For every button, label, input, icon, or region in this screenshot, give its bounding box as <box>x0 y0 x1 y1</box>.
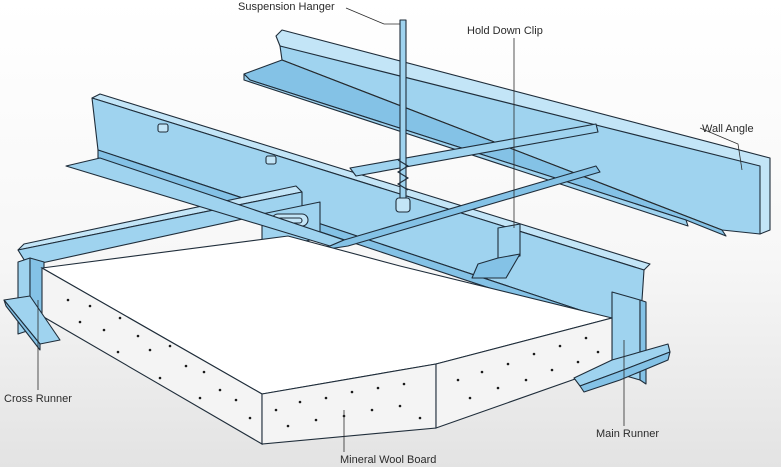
suspension-hanger <box>395 19 411 213</box>
label-mineral-wool-board: Mineral Wool Board <box>340 454 436 466</box>
label-cross-runner: Cross Runner <box>4 393 72 405</box>
label-suspension-hanger: Suspension Hanger <box>238 1 335 13</box>
leader-lines <box>37 7 743 452</box>
label-wall-angle: Wall Angle <box>702 123 754 135</box>
hold-down-clip <box>471 223 521 279</box>
label-hold-down-clip: Hold Down Clip <box>467 25 543 37</box>
bottom-flanges <box>3 295 671 393</box>
board-perforation-dots <box>66 298 600 428</box>
label-main-runner: Main Runner <box>596 428 659 440</box>
